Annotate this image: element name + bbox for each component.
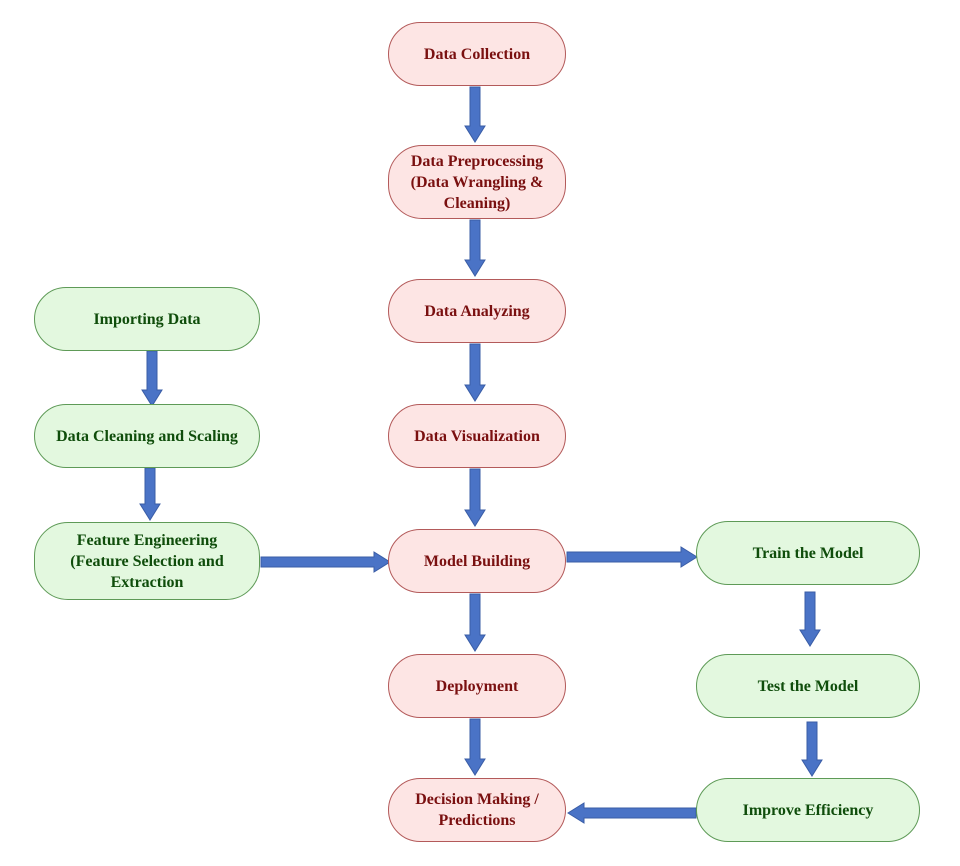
node-data-analyzing: Data Analyzing [388,279,566,343]
arrow-improve-to-decision-making [567,802,697,824]
arrow-analyzing-to-visualization [464,343,486,402]
node-importing-data: Importing Data [34,287,260,351]
node-deployment: Deployment [388,654,566,718]
arrow-importing-to-cleaning [141,350,163,407]
arrow-feature-engineering-to-model-building [260,551,391,573]
node-label: Train the Model [752,544,864,562]
node-feature-engineering: Feature Engineering (Feature Selection a… [34,522,260,600]
arrow-preprocessing-to-analyzing [464,219,486,277]
node-improve-efficiency: Improve Efficiency [696,778,920,842]
node-label: Model Building [423,552,531,570]
node-data-collection: Data Collection [388,22,566,86]
arrow-train-to-test [799,591,821,647]
node-label: Data Analyzing [424,302,530,320]
node-data-cleaning-scaling: Data Cleaning and Scaling [34,404,260,468]
node-label: Test the Model [757,677,859,695]
node-label: Data Cleaning and Scaling [56,427,238,445]
node-data-visualization: Data Visualization [388,404,566,468]
arrow-collection-to-preprocessing [464,86,486,143]
node-label: Data Visualization [414,427,540,445]
arrow-test-to-improve [801,721,823,777]
arrow-deployment-to-decision-making [464,718,486,776]
node-train-model: Train the Model [696,521,920,585]
arrow-model-building-to-train [566,546,698,568]
node-model-building: Model Building [388,529,566,593]
node-label: Deployment [435,677,519,695]
node-data-preprocessing: Data Preprocessing (Data Wrangling & Cle… [388,145,566,219]
node-label: Decision Making / Predictions [415,791,539,829]
node-label: Improve Efficiency [742,801,874,819]
node-label: Importing Data [93,310,201,328]
arrow-model-building-to-deployment [464,593,486,652]
node-label: Feature Engineering (Feature Selection a… [70,531,224,591]
node-test-model: Test the Model [696,654,920,718]
arrow-visualization-to-model-building [464,468,486,527]
node-label: Data Preprocessing (Data Wrangling & Cle… [410,152,544,212]
node-decision-making: Decision Making / Predictions [388,778,566,842]
node-label: Data Collection [423,45,531,63]
arrow-cleaning-to-feature-engineering [139,467,161,521]
